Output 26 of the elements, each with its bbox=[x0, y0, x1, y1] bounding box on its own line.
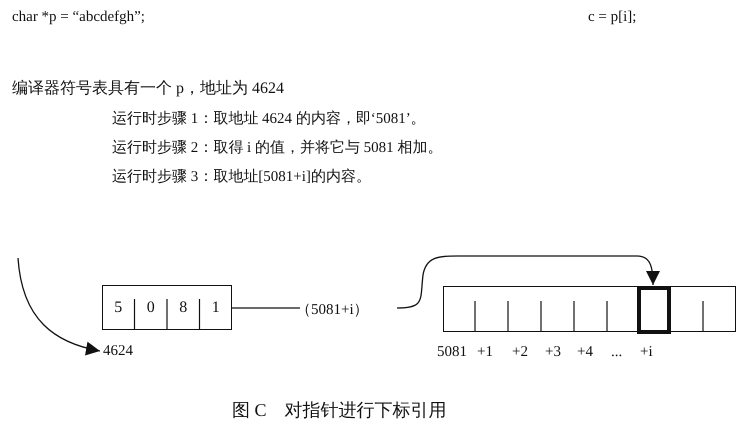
connector-line bbox=[232, 307, 300, 309]
arrow bbox=[396, 255, 660, 309]
step-text: 运行时步骤 1：取地址 4624 的内容，即‘5081’。 bbox=[112, 110, 426, 128]
arrow bbox=[17, 258, 100, 355]
offset-label: +1 bbox=[477, 343, 493, 361]
address-expression: （5081+i） bbox=[296, 301, 369, 319]
step-text: 运行时步骤 3：取地址[5081+i]的内容。 bbox=[112, 168, 371, 186]
address-text: 4624 bbox=[103, 342, 133, 360]
digit-text: 1 bbox=[212, 299, 220, 317]
offset-label: +3 bbox=[545, 343, 561, 361]
memory-box bbox=[102, 285, 232, 330]
offset-label: ... bbox=[611, 343, 622, 361]
offset-label: +i bbox=[640, 343, 653, 361]
offset-label: 5081 bbox=[437, 343, 467, 361]
digit-text: 5 bbox=[114, 299, 122, 317]
code-text: c = p[i]; bbox=[588, 8, 636, 26]
offset-label: +4 bbox=[577, 343, 593, 361]
step-text: 运行时步骤 2：取得 i 的值，并将它与 5081 相加。 bbox=[112, 139, 442, 157]
code-text: char *p = “abcdefgh”; bbox=[12, 8, 145, 26]
highlighted-cell bbox=[637, 286, 671, 334]
digit-text: 8 bbox=[179, 299, 188, 317]
description-text: 编译器符号表具有一个 p，地址为 4624 bbox=[12, 80, 284, 98]
array-box bbox=[443, 286, 736, 332]
figure-caption: 图 C 对指针进行下标引用 bbox=[232, 399, 447, 421]
offset-label: +2 bbox=[512, 343, 528, 361]
digit-text: 0 bbox=[146, 299, 155, 317]
